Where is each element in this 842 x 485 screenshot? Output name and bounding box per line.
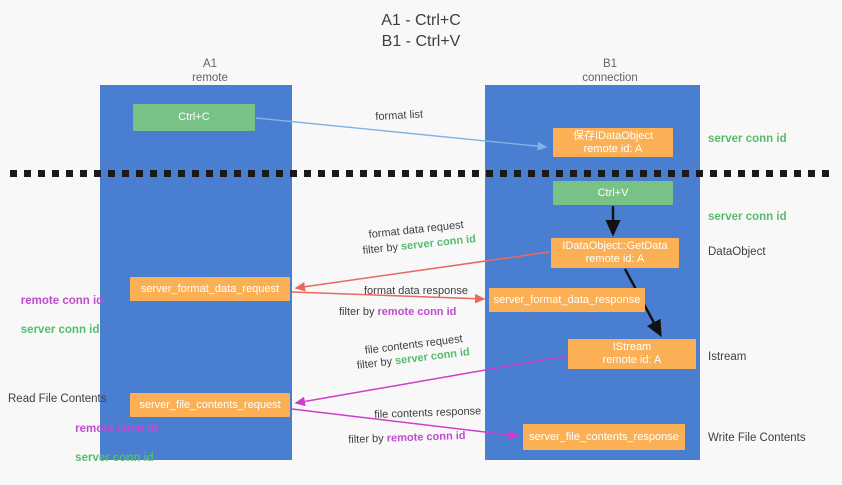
side-note-server-conn-id-mid: server conn id xyxy=(708,211,787,223)
lane-header-b1-sub: connection xyxy=(582,72,638,84)
node-idataobject-getdata[interactable]: IDataObject::GetData remote id: A xyxy=(551,238,679,268)
side-note-read-file-contents-block: Read File Contents remote conn id server… xyxy=(8,392,158,480)
side-note-istream: Istream xyxy=(708,351,747,363)
read-file-contents-label: Read File Contents xyxy=(8,393,107,405)
filter-by-text: filter by xyxy=(348,432,387,446)
node-saved-idataobject[interactable]: 保存IDataObject remote id: A xyxy=(553,128,673,157)
filter-by-text: filter by xyxy=(356,355,396,372)
phase-divider xyxy=(10,170,832,177)
edge-label-format-data-response: format data response xyxy=(364,285,468,297)
remote-conn-id-label: remote conn id xyxy=(20,294,104,307)
lane-header-a1-sub: remote xyxy=(192,72,228,84)
node-ctrl-c[interactable]: Ctrl+C xyxy=(133,104,255,131)
lane-header-a1-name: A1 xyxy=(202,58,218,70)
server-conn-id-label: server conn id xyxy=(75,451,154,464)
lane-header-a1: A1 remote xyxy=(120,57,300,85)
side-note-server-conn-id-top: server conn id xyxy=(708,133,787,145)
remote-conn-id-text: remote conn id xyxy=(386,429,466,445)
node-ctrl-v[interactable]: Ctrl+V xyxy=(553,181,673,205)
node-istream[interactable]: IStream remote id: A xyxy=(568,339,696,369)
node-server-file-contents-request[interactable]: server_file_contents_request xyxy=(130,393,290,417)
edge-label-format-list: format list xyxy=(375,108,424,123)
side-note-write-file-contents: Write File Contents xyxy=(708,432,806,444)
lane-header-b1: B1 connection xyxy=(520,57,700,85)
side-note-conn-ids-lower: remote conn id server conn id xyxy=(8,407,158,480)
remote-conn-id-label: remote conn id xyxy=(75,422,158,435)
remote-conn-id-text: remote conn id xyxy=(377,306,457,318)
node-server-file-contents-response[interactable]: server_file_contents_response xyxy=(523,424,685,450)
lane-header-b1-name: B1 xyxy=(602,58,618,70)
side-note-conn-ids-upper: remote conn id server conn id xyxy=(8,279,103,352)
edge-label-format-data-response-filter: filter by remote conn id xyxy=(339,305,456,320)
filter-by-text: filter by xyxy=(362,240,402,257)
side-note-dataobject: DataObject xyxy=(708,246,766,258)
edge-label-file-contents-response: file contents response xyxy=(374,405,482,421)
server-conn-id-label: server conn id xyxy=(20,323,100,336)
node-server-format-data-request[interactable]: server_format_data_request xyxy=(130,277,290,301)
node-server-format-data-response[interactable]: server_format_data_response xyxy=(489,288,645,312)
filter-by-text: filter by xyxy=(339,306,378,318)
edge-label-file-contents-response-filter: filter by remote conn id xyxy=(348,429,466,448)
page-title: A1 - Ctrl+C B1 - Ctrl+V xyxy=(381,12,461,50)
